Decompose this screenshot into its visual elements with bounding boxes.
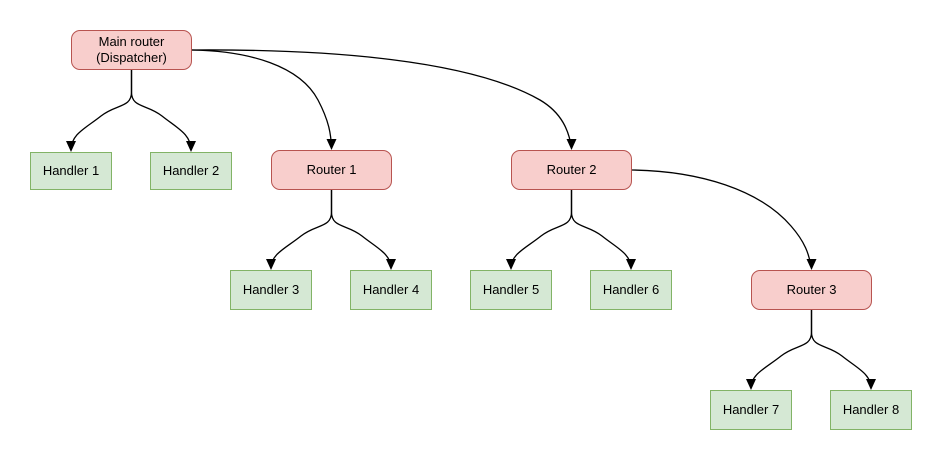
edge-router-1-to-handler-3 — [270, 189, 333, 269]
node-router-3[interactable]: Router 3 — [751, 270, 872, 310]
node-label: Handler 4 — [362, 281, 420, 297]
node-label: Router 3 — [786, 281, 837, 297]
node-main-router[interactable]: Main router (Dispatcher) — [71, 30, 192, 70]
node-label: Router 1 — [306, 161, 357, 177]
edge-router-2-to-handler-6 — [570, 189, 632, 269]
arrow-router-2-head — [566, 139, 577, 150]
arrow-handler-7-head — [746, 379, 756, 390]
arrow-router-3-head — [806, 259, 817, 270]
edge-router-2-to-handler-5 — [510, 189, 573, 269]
arrow-handler-8-head — [866, 379, 876, 390]
arrow-handler-4-head — [386, 259, 396, 270]
node-router-1[interactable]: Router 1 — [271, 150, 392, 190]
edge-main-to-handler-1 — [70, 69, 133, 151]
node-label: Main router (Dispatcher) — [96, 33, 167, 65]
edge-router-3-to-handler-8 — [810, 309, 872, 389]
arrow-handler-3-head — [266, 259, 276, 270]
arrow-router-1-head — [326, 139, 337, 150]
edge-router-2-to-router-3 — [631, 169, 813, 269]
node-label: Handler 8 — [842, 401, 900, 417]
arrow-handler-5-head — [506, 259, 516, 270]
node-handler-8[interactable]: Handler 8 — [830, 390, 912, 430]
node-label: Router 2 — [546, 161, 597, 177]
node-handler-7[interactable]: Handler 7 — [710, 390, 792, 430]
node-label: Handler 7 — [722, 401, 780, 417]
edge-main-to-router-2 — [191, 49, 573, 149]
node-handler-1[interactable]: Handler 1 — [30, 152, 112, 190]
arrow-handler-6-head — [626, 259, 636, 270]
edge-main-to-router-1 — [191, 49, 333, 149]
node-label: Handler 5 — [482, 281, 540, 297]
node-label: Handler 6 — [602, 281, 660, 297]
node-label: Handler 3 — [242, 281, 300, 297]
node-handler-2[interactable]: Handler 2 — [150, 152, 232, 190]
node-label: Handler 2 — [162, 162, 220, 178]
node-handler-6[interactable]: Handler 6 — [590, 270, 672, 310]
node-router-2[interactable]: Router 2 — [511, 150, 632, 190]
edge-router-3-to-handler-7 — [750, 309, 813, 389]
arrow-handler-2-head — [186, 141, 196, 152]
node-handler-5[interactable]: Handler 5 — [470, 270, 552, 310]
edge-router-1-to-handler-4 — [330, 189, 392, 269]
arrow-handler-1-head — [66, 141, 76, 152]
edge-main-to-handler-2 — [130, 69, 192, 151]
node-handler-3[interactable]: Handler 3 — [230, 270, 312, 310]
node-label: Handler 1 — [42, 162, 100, 178]
node-handler-4[interactable]: Handler 4 — [350, 270, 432, 310]
